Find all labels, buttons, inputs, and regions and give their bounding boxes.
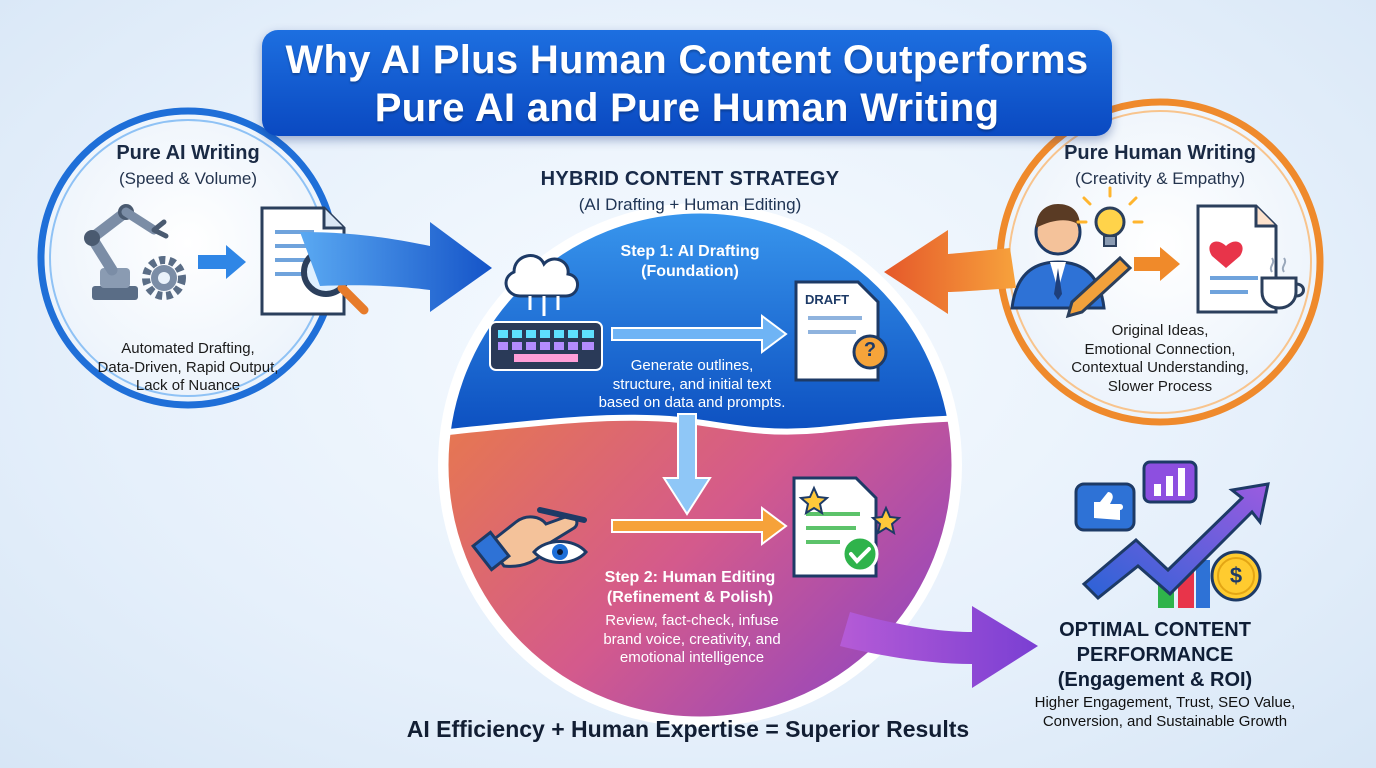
- step2-line: emotional intelligence: [619, 649, 765, 666]
- question-icon: [852, 334, 888, 370]
- eye-icon: [532, 540, 588, 564]
- heart-document-icon: [1196, 204, 1278, 314]
- coin-symbol: $: [1229, 563, 1243, 588]
- thumbs-up-icon: [1074, 482, 1136, 532]
- step1-title: Step 1: AI Drafting: [620, 243, 760, 260]
- lightbulb-icon: [1076, 186, 1144, 247]
- hybrid-header: HYBRID CONTENT STRATEGY (AI Drafting + H…: [480, 168, 900, 215]
- keyboard-icon: [489, 321, 603, 371]
- step2-line: brand voice, creativity, and: [603, 630, 781, 648]
- pure-human-description: Original Ideas, Emotional Connection, Co…: [1040, 322, 1280, 396]
- growth-arrow-icon: [1081, 482, 1270, 608]
- step2-arrow: [611, 506, 788, 546]
- step2-heading: Step 2: Human Editing (Refinement & Poli…: [580, 569, 800, 607]
- optimal-title-line-1: OPTIMAL CONTENT: [1059, 619, 1251, 641]
- robot-arm-icon: [84, 204, 169, 300]
- small-arrow-right: [198, 245, 246, 279]
- coffee-cup-icon: [1260, 257, 1305, 310]
- dollar-coin-icon: [1210, 550, 1262, 602]
- ai-to-hybrid-arrow: [300, 222, 492, 312]
- step1-line: structure, and initial text: [612, 375, 772, 393]
- page-title: Why AI Plus Human Content Outperforms Pu…: [262, 30, 1112, 136]
- pure-ai-line: Data-Driven, Rapid Output,: [97, 358, 279, 376]
- tagline: AI Efficiency + Human Expertise = Superi…: [406, 716, 970, 742]
- gear-icon: [142, 256, 186, 300]
- pure-human-line: Contextual Understanding,: [1071, 359, 1249, 376]
- step1-line: Generate outlines,: [630, 357, 754, 374]
- bar-chart-icon: [1142, 460, 1198, 504]
- pure-human-header: Pure Human Writing (Creativity & Empathy…: [1038, 142, 1282, 189]
- pure-ai-header: Pure AI Writing (Speed & Volume): [88, 142, 288, 189]
- step1-arrow: [611, 314, 788, 354]
- pure-ai-line: Automated Drafting,: [121, 340, 255, 357]
- small-arrow-right-orange: [1134, 247, 1180, 281]
- optimal-header: OPTIMAL CONTENT PERFORMANCE (Engagement …: [1040, 618, 1270, 693]
- human-to-hybrid-arrow: [884, 230, 1016, 314]
- pure-human-line: Emotional Connection,: [1084, 340, 1236, 358]
- step2-subtitle: (Refinement & Polish): [606, 589, 774, 606]
- star-icon: [798, 485, 902, 536]
- pure-ai-description: Automated Drafting, Data-Driven, Rapid O…: [88, 340, 288, 396]
- checked-document-icon: [792, 476, 879, 578]
- title-line-1: Why AI Plus Human Content Outperforms: [285, 38, 1089, 82]
- pure-human-subtitle: (Creativity & Empathy): [1074, 169, 1246, 188]
- optimal-description: Higher Engagement, Trust, SEO Value, Con…: [1020, 694, 1310, 731]
- title-line-2: Pure AI and Pure Human Writing: [374, 86, 1000, 130]
- pure-ai-title: Pure AI Writing: [116, 142, 260, 164]
- step2-description: Review, fact-check, infuse brand voice, …: [572, 612, 812, 668]
- question-mark: ?: [863, 339, 877, 361]
- pure-human-line: Slower Process: [1107, 377, 1213, 395]
- optimal-subtitle: (Engagement & ROI): [1057, 669, 1253, 691]
- step2-title: Step 2: Human Editing: [604, 569, 776, 586]
- pure-ai-line: Lack of Nuance: [135, 377, 241, 394]
- cloud-icon: [504, 254, 579, 316]
- pure-human-line: Original Ideas,: [1111, 322, 1209, 339]
- optimal-line: Conversion, and Sustainable Growth: [1042, 712, 1288, 730]
- draft-label: DRAFT: [804, 292, 850, 307]
- hybrid-title: HYBRID CONTENT STRATEGY: [540, 168, 840, 190]
- pure-ai-subtitle: (Speed & Volume): [119, 169, 257, 188]
- hybrid-subtitle: (AI Drafting + Human Editing): [578, 195, 802, 214]
- pencil-icon: [1065, 255, 1133, 319]
- hybrid-to-optimal-arrow: [840, 606, 1038, 688]
- step1-subtitle: (Foundation): [641, 263, 739, 280]
- step-down-arrow: [662, 413, 712, 516]
- step1-line: based on data and prompts.: [598, 394, 786, 411]
- pure-human-title: Pure Human Writing: [1064, 142, 1256, 164]
- hand-pen-icon: [470, 507, 587, 572]
- step2-line: Review, fact-check, infuse: [605, 612, 779, 629]
- optimal-line: Higher Engagement, Trust, SEO Value,: [1034, 694, 1296, 711]
- step1-heading: Step 1: AI Drafting (Foundation): [590, 243, 790, 281]
- step1-description: Generate outlines, structure, and initia…: [572, 357, 812, 413]
- optimal-title-line-2: PERFORMANCE: [1076, 644, 1234, 666]
